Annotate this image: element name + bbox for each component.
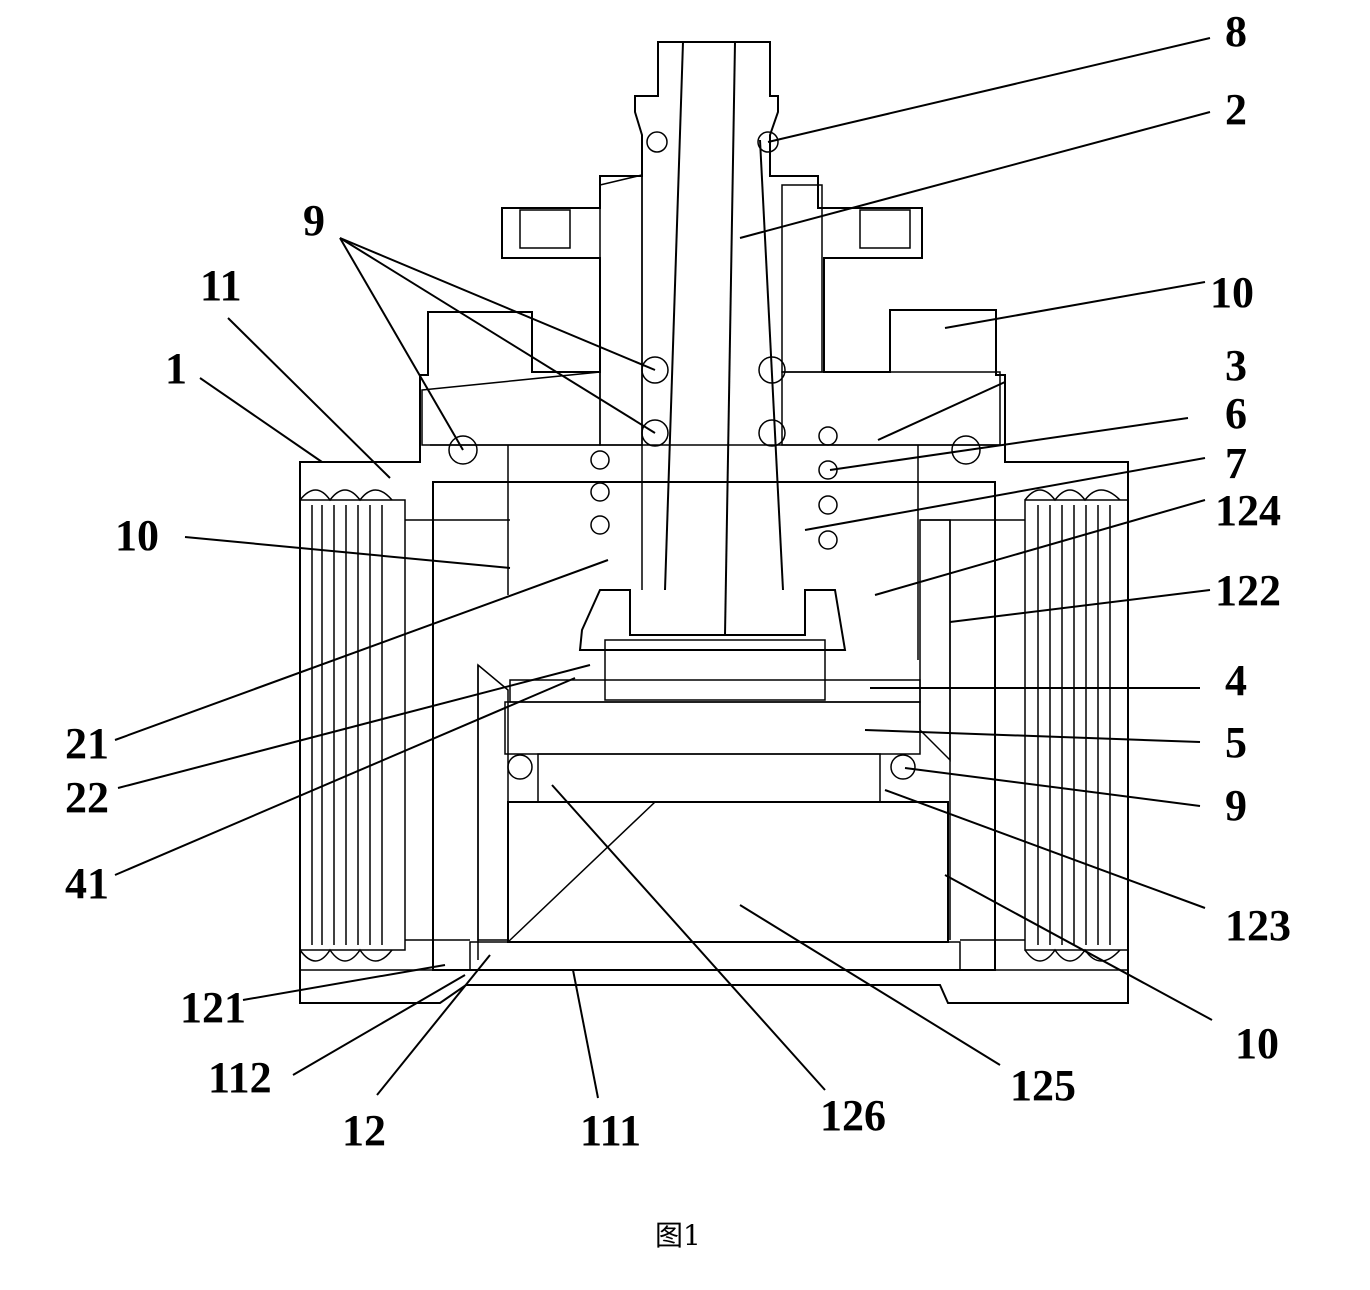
spindle (578, 41, 847, 651)
label-4: 4 (1225, 656, 1247, 705)
label-41: 41 (65, 859, 109, 908)
o-rings (448, 131, 981, 780)
label-124: 124 (1215, 486, 1281, 535)
side-walls (477, 519, 951, 941)
label-112: 112 (208, 1053, 272, 1102)
label-121: 121 (180, 983, 246, 1032)
label-10-left: 10 (115, 511, 159, 560)
leader-lines (114, 37, 1213, 1099)
gear-teeth (604, 639, 826, 701)
figure-caption: 图1 (655, 1219, 701, 1252)
label-122: 122 (1215, 566, 1281, 615)
thread-right (1024, 489, 1129, 962)
thread-left (299, 489, 406, 962)
label-7: 7 (1225, 439, 1247, 488)
label-9-bottom: 9 (1225, 781, 1247, 830)
label-126: 126 (820, 1091, 886, 1140)
label-11: 11 (200, 261, 242, 310)
label-5: 5 (1225, 718, 1247, 767)
label-123: 123 (1225, 901, 1291, 950)
plate-4 (509, 679, 921, 703)
label-8: 8 (1225, 7, 1247, 56)
label-21: 21 (65, 719, 109, 768)
flange-springs (519, 209, 911, 249)
label-2: 2 (1225, 85, 1247, 134)
label-6: 6 (1225, 389, 1247, 438)
label-22: 22 (65, 773, 109, 822)
inner-cartridge (405, 444, 1025, 971)
plate-5 (504, 701, 921, 803)
label-111: 111 (580, 1106, 641, 1155)
label-10-bottom-right: 10 (1235, 1019, 1279, 1068)
label-125: 125 (1010, 1061, 1076, 1110)
lower-chamber (469, 801, 961, 971)
reference-labels: 8 2 9 11 1 10 3 6 7 124 122 10 4 5 9 123… (65, 7, 1291, 1155)
springs (590, 426, 838, 550)
label-10-top-right: 10 (1210, 268, 1254, 317)
label-3: 3 (1225, 341, 1247, 390)
outer-housing (299, 41, 1129, 1004)
label-1: 1 (165, 344, 187, 393)
label-9-top: 9 (303, 196, 325, 245)
label-12: 12 (342, 1106, 386, 1155)
